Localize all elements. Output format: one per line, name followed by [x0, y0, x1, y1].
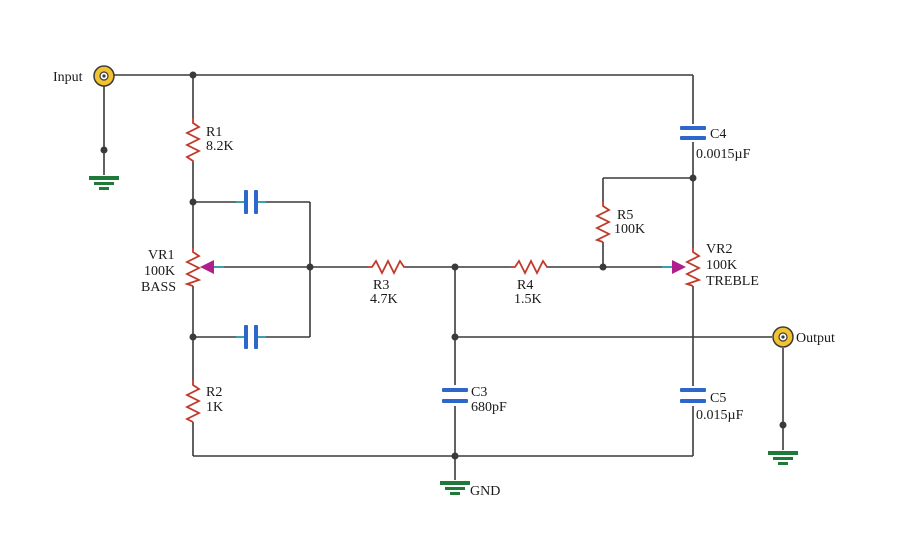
component-labels: Input Output GND R1 8.2K R2 1K R3 4.7K R… — [53, 70, 835, 499]
c4-value: 0.0015µF — [696, 147, 751, 162]
c3-value: 680pF — [471, 400, 507, 415]
vr1-name: VR1 — [148, 248, 174, 263]
resistor-r3 — [368, 258, 405, 276]
resistor-r4 — [511, 258, 548, 276]
capacitor-c4 — [680, 126, 706, 140]
node-top-left — [189, 71, 197, 79]
potentiometer-vr2 — [662, 248, 702, 287]
r2-value: 1K — [206, 400, 223, 415]
node-center-top — [451, 263, 459, 271]
potentiometer-vr1 — [184, 248, 224, 287]
capacitor-bass-lower — [236, 325, 266, 349]
capacitor-bass-upper — [236, 190, 266, 214]
capacitor-c3 — [442, 388, 468, 403]
ground-center — [440, 481, 470, 495]
r1-name: R1 — [206, 125, 222, 140]
resistor-r1 — [184, 118, 202, 162]
resistor-r2 — [184, 380, 202, 423]
node-center-bottom — [451, 452, 459, 460]
vr1-role: BASS — [141, 280, 176, 295]
node-r5-bottom — [599, 263, 607, 271]
vr2-name: VR2 — [706, 242, 732, 257]
node-vr1-bottom — [189, 333, 197, 341]
node-center-output — [451, 333, 459, 341]
node-output-ground — [779, 421, 787, 429]
node-bass-wiper — [306, 263, 314, 271]
c5-name: C5 — [710, 391, 726, 406]
r3-value: 4.7K — [370, 292, 398, 307]
r4-value: 1.5K — [514, 292, 542, 307]
output-label: Output — [796, 331, 835, 346]
junction-nodes — [100, 71, 787, 460]
vr1-wiper-arrow — [200, 260, 214, 274]
r5-value: 100K — [614, 222, 645, 237]
capacitor-c5 — [680, 388, 706, 403]
input-jack-icon — [93, 65, 115, 87]
r3-name: R3 — [373, 278, 389, 293]
node-r1-bottom — [189, 198, 197, 206]
node-c4-bottom — [689, 174, 697, 182]
vr2-value: 100K — [706, 258, 737, 273]
output-jack-icon — [772, 326, 794, 348]
vr1-value: 100K — [144, 264, 175, 279]
c4-name: C4 — [710, 127, 726, 142]
r1-value: 8.2K — [206, 139, 234, 154]
vr2-role: TREBLE — [706, 274, 759, 289]
r5-name: R5 — [617, 208, 633, 223]
vr2-wiper-arrow — [672, 260, 686, 274]
node-input-ground — [100, 146, 108, 154]
ground-input — [89, 176, 119, 190]
wires — [103, 74, 784, 480]
ground-output — [768, 451, 798, 465]
c5-value: 0.015µF — [696, 408, 744, 423]
gnd-label: GND — [470, 484, 500, 499]
c3-name: C3 — [471, 385, 487, 400]
resistor-r5 — [594, 202, 612, 243]
input-label: Input — [53, 70, 83, 85]
r2-name: R2 — [206, 385, 222, 400]
r4-name: R4 — [517, 278, 533, 293]
